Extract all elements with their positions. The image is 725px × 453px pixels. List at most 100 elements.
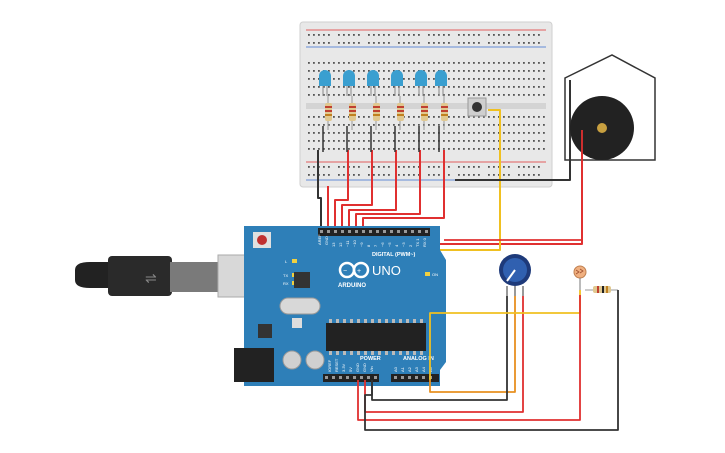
reset-button	[257, 235, 267, 245]
breadboard-hole	[343, 86, 345, 88]
breadboard-hole	[403, 174, 405, 176]
breadboard-hole	[473, 148, 475, 150]
breadboard-hole	[493, 116, 495, 118]
breadboard-hole	[513, 62, 515, 64]
breadboard-hole	[388, 116, 390, 118]
breadboard-hole	[533, 124, 535, 126]
breadboard-hole	[463, 62, 465, 64]
breadboard-hole	[338, 132, 340, 134]
breadboard-hole	[318, 124, 320, 126]
chip-leg	[357, 351, 360, 355]
breadboard-hole	[478, 78, 480, 80]
breadboard-hole	[408, 86, 410, 88]
breadboard-hole	[323, 148, 325, 150]
breadboard-hole	[488, 132, 490, 134]
breadboard-hole	[453, 70, 455, 72]
breadboard-hole	[538, 116, 540, 118]
breadboard-hole	[358, 70, 360, 72]
breadboard-hole	[443, 140, 445, 142]
breadboard-hole	[403, 94, 405, 96]
breadboard-hole	[408, 78, 410, 80]
breadboard-hole	[408, 124, 410, 126]
breadboard-hole	[508, 34, 510, 36]
breadboard-hole	[373, 34, 375, 36]
breadboard-hole	[308, 78, 310, 80]
led-4	[391, 70, 403, 96]
breadboard-hole	[448, 116, 450, 118]
breadboard-hole	[348, 94, 350, 96]
breadboard-hole	[393, 94, 395, 96]
breadboard-hole	[378, 42, 380, 44]
breadboard-hole	[313, 174, 315, 176]
breadboard-hole	[333, 78, 335, 80]
breadboard-hole	[343, 116, 345, 118]
breadboard-hole	[488, 94, 490, 96]
header-pin	[325, 376, 328, 379]
chip-leg	[364, 351, 367, 355]
breadboard-hole	[503, 116, 505, 118]
breadboard-hole	[313, 34, 315, 36]
breadboard-hole	[308, 86, 310, 88]
analog-pin-label: A0	[393, 366, 398, 372]
breadboard-hole	[508, 132, 510, 134]
breadboard-hole	[493, 140, 495, 142]
breadboard-hole	[448, 140, 450, 142]
breadboard-hole	[333, 86, 335, 88]
breadboard-hole	[378, 62, 380, 64]
breadboard-hole	[398, 132, 400, 134]
breadboard-hole	[458, 42, 460, 44]
breadboard-hole	[433, 86, 435, 88]
breadboard-hole	[428, 34, 430, 36]
breadboard-hole	[368, 124, 370, 126]
breadboard-hole	[378, 132, 380, 134]
breadboard-hole	[488, 70, 490, 72]
breadboard-hole	[328, 174, 330, 176]
analog-header: ANALOG IN	[403, 356, 434, 362]
breadboard-hole	[473, 62, 475, 64]
breadboard-hole	[488, 148, 490, 150]
breadboard-hole	[313, 140, 315, 142]
breadboard-hole	[468, 166, 470, 168]
breadboard-hole	[408, 42, 410, 44]
chip-leg	[378, 351, 381, 355]
breadboard-hole	[403, 140, 405, 142]
aref-label: AREF	[317, 234, 322, 245]
breadboard-hole	[373, 42, 375, 44]
breadboard-hole	[423, 62, 425, 64]
analog-pin-label: A1	[400, 366, 405, 372]
breadboard-hole	[463, 70, 465, 72]
power-header: POWER	[360, 356, 381, 362]
breadboard-hole	[413, 94, 415, 96]
breadboard-hole	[378, 140, 380, 142]
breadboard-hole	[478, 148, 480, 150]
breadboard-hole	[543, 116, 545, 118]
breadboard-hole	[443, 132, 445, 134]
breadboard-hole	[493, 78, 495, 80]
breadboard-hole	[348, 34, 350, 36]
breadboard-hole	[373, 62, 375, 64]
breadboard-hole	[538, 148, 540, 150]
breadboard-hole	[363, 124, 365, 126]
breadboard-hole	[508, 140, 510, 142]
chip-leg	[364, 319, 367, 323]
chip-leg	[406, 319, 409, 323]
breadboard-hole	[353, 42, 355, 44]
breadboard-hole	[533, 132, 535, 134]
digital-pin-label: 2	[408, 244, 413, 247]
breadboard-hole	[413, 62, 415, 64]
breadboard-hole	[518, 94, 520, 96]
breadboard-hole	[403, 124, 405, 126]
breadboard-hole	[313, 94, 315, 96]
breadboard-hole	[408, 70, 410, 72]
chip-leg	[329, 319, 332, 323]
chip-leg	[413, 319, 416, 323]
breadboard-hole	[433, 34, 435, 36]
power-pin-label: 3.3V	[341, 363, 346, 372]
resistor-6	[438, 96, 448, 152]
breadboard-hole	[488, 62, 490, 64]
chip-leg	[378, 319, 381, 323]
breadboard-hole	[363, 94, 365, 96]
breadboard-hole	[408, 132, 410, 134]
breadboard-hole	[498, 70, 500, 72]
breadboard-hole	[308, 70, 310, 72]
